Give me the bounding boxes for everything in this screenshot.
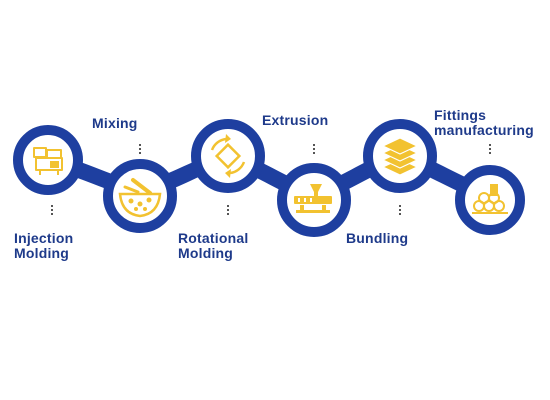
step-label-injection-molding: Injection Molding	[14, 230, 74, 261]
stacked-layers-icon	[382, 137, 418, 176]
leader-dots	[489, 144, 491, 156]
step-circle-mixing	[103, 159, 177, 233]
pipes-icon	[472, 184, 508, 214]
leader-dots	[313, 144, 315, 156]
step-label-fittings-manufacturing: Fittings manufacturing	[434, 107, 534, 138]
rotation-arrows-icon	[210, 134, 246, 178]
step-circle-rotational-molding	[191, 119, 265, 193]
injection-machine-icon	[33, 147, 63, 175]
step-label-mixing: Mixing	[92, 115, 138, 131]
step-label-extrusion: Extrusion	[262, 112, 329, 128]
step-circle-bundling	[363, 119, 437, 193]
mixing-bowl-icon	[118, 178, 162, 218]
extruder-icon	[294, 184, 332, 213]
leader-dots	[139, 144, 141, 156]
step-circle-injection-molding	[13, 125, 83, 195]
leader-dots	[399, 205, 401, 217]
step-circle-fittings-manufacturing	[455, 165, 525, 235]
leader-dots	[227, 205, 229, 217]
step-circle-extrusion	[277, 163, 351, 237]
step-label-bundling: Bundling	[346, 230, 409, 246]
step-label-rotational-molding: Rotational Molding	[178, 230, 249, 261]
leader-dots	[51, 205, 53, 217]
